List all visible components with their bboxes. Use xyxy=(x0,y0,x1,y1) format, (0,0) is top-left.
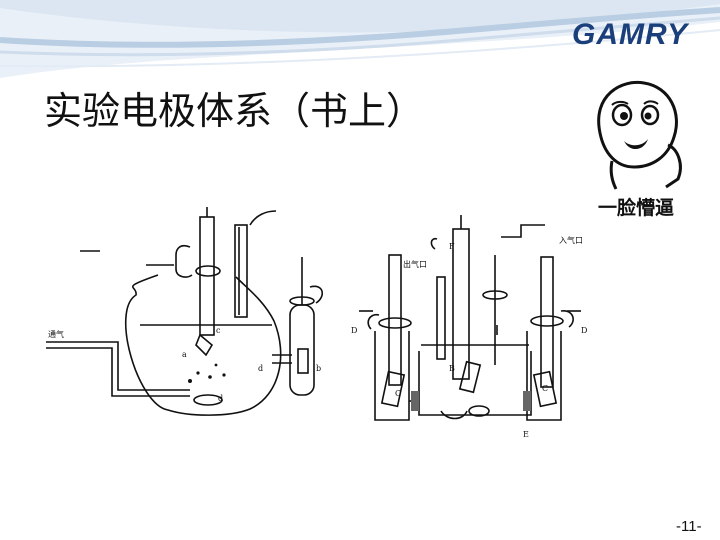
label-gas-in-right: 入气口 xyxy=(559,235,583,245)
label-gas-out: 出气口 xyxy=(403,259,427,269)
label-c: c xyxy=(216,326,221,335)
label-C-right: C xyxy=(542,384,548,393)
gamry-logo: GAMRY xyxy=(572,18,689,51)
right-electrochemical-cell-diagram: 出气口 入气口 F B C C D D E xyxy=(351,215,587,439)
label-B: B xyxy=(449,364,455,373)
label-F: F xyxy=(449,242,455,251)
meme-face-icon xyxy=(597,80,682,190)
label-d-bottom: d xyxy=(218,394,223,403)
label-D-right: D xyxy=(581,326,587,335)
meme-caption: 一脸懵逼 xyxy=(597,197,674,219)
meme-sticker: 一脸懵逼 xyxy=(582,75,712,225)
page-number: -11- xyxy=(676,518,702,535)
label-d-side: d xyxy=(258,364,263,373)
label-C-left: C xyxy=(395,389,401,398)
label-D-left: D xyxy=(351,326,357,335)
page-title: 实验电极体系（书上） xyxy=(44,89,425,133)
label-E: E xyxy=(523,430,529,439)
label-gas-in-left: 通气 xyxy=(48,329,64,339)
label-b: b xyxy=(316,364,321,373)
header-wave-band xyxy=(0,0,720,78)
left-electrochemical-cell-diagram: 通气 a c d d b xyxy=(46,207,323,416)
label-a: a xyxy=(182,350,187,359)
